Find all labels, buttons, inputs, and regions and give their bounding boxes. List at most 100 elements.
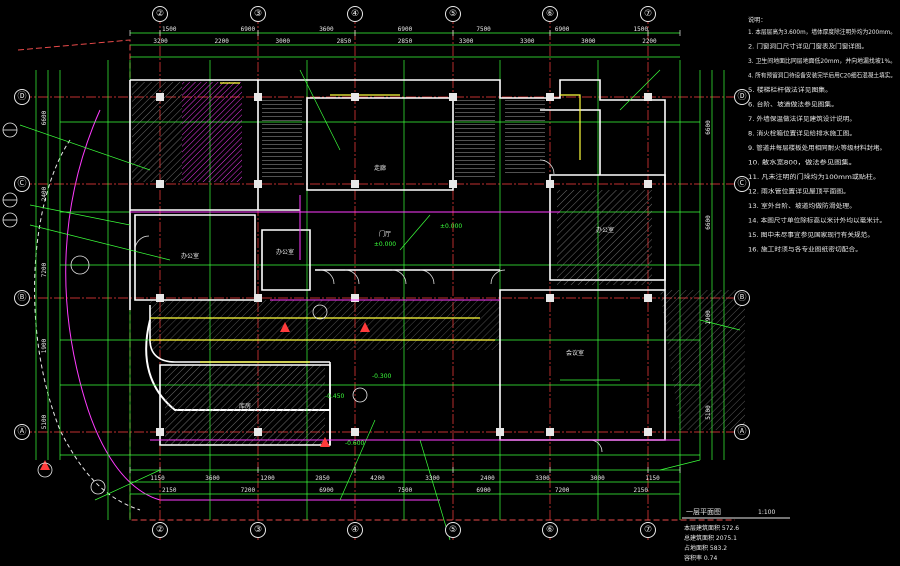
axis-left-0-label: Ⓓ (17, 91, 26, 102)
dim-top-outer-6: 1500 (633, 26, 648, 33)
axis-top-7: ⑦ (640, 6, 656, 22)
hatch-area-lower-left (165, 365, 325, 445)
axis-top-3-circle (250, 6, 266, 22)
axis-right-0-circle (734, 89, 750, 105)
dim-bottom-outer-1: 7200 (241, 487, 256, 494)
axis-right-3-label: Ⓐ (737, 426, 746, 437)
axis-top-2: ② (152, 6, 168, 22)
note-6: 6. 台阶、坡道做法参见图集。 (748, 101, 838, 109)
axis-left-1-circle (14, 176, 30, 192)
dim-top-outer-2: 3600 (319, 26, 334, 33)
leader-lines (19, 69, 741, 541)
road-arc-magenta (65, 109, 440, 501)
note-8: 8. 消火栓箱位置详见给排水施工图。 (748, 130, 856, 138)
axis-top-5: ⑤ (445, 6, 461, 22)
note-10: 10. 散水宽800，做法参见图集。 (748, 159, 856, 167)
axis-bottom-3: ③ (250, 522, 266, 538)
dim-right-3: 5100 (705, 405, 712, 420)
dim-bottom-outer-0: 2150 (162, 487, 177, 494)
axis-top-5-label: ⑤ (449, 9, 457, 19)
dim-bottom-inner-5: 3300 (425, 475, 440, 482)
room-label-hall: 门厅 (379, 230, 391, 238)
axis-bubbles-top: ② ③ ④ ⑤ ⑥ ⑦ (152, 6, 656, 22)
axis-right-0-label: Ⓓ (737, 91, 746, 102)
axis-top-2-circle (152, 6, 168, 22)
axis-left-0-circle (14, 89, 30, 105)
axis-bottom-5-circle (445, 522, 461, 538)
axis-top-5-circle (445, 6, 461, 22)
stair-right (455, 100, 495, 180)
axis-bottom-4: ④ (347, 522, 363, 538)
axis-bottom-7-label: ⑦ (644, 525, 652, 535)
axis-top-4-label: ④ (351, 9, 359, 19)
toilet-area-magenta (182, 82, 242, 182)
note-5: 5. 楼梯栏杆做法详见图集。 (748, 86, 832, 94)
dim-top-inner-8: 2200 (642, 38, 657, 45)
axis-top-7-circle (640, 6, 656, 22)
dim-top-inner-2: 3000 (276, 38, 291, 45)
room-label-corridor: 走廊 (374, 164, 386, 172)
axis-bottom-4-label: ④ (351, 525, 359, 535)
room-label-large-room: 会议室 (566, 349, 584, 357)
note-3: 3. 卫生间地面比同层地面低20mm，并向地漏找坡1%。 (748, 57, 896, 65)
dim-bottom-outer-6: 2150 (633, 487, 648, 494)
area-line-3: 占地面积 583.2 (684, 544, 727, 552)
axis-bottom-3-circle (250, 522, 266, 538)
dim-right-1: 6600 (705, 215, 712, 230)
dim-bottom-outer-3: 7500 (398, 487, 413, 494)
dim-bottom-inner-1: 3600 (205, 475, 220, 482)
note-13: 13. 室外台阶、坡道均做防滑处理。 (748, 202, 856, 210)
elevation-2: -0.300 (372, 373, 392, 380)
room-label-room-d: 库房 (239, 402, 251, 410)
dim-bottom-outer-2: 6900 (319, 487, 334, 494)
dim-right-0: 6600 (705, 120, 712, 135)
axis-left-3-label: Ⓐ (17, 426, 26, 437)
axis-bubbles-right: Ⓓ Ⓒ Ⓑ Ⓐ (734, 89, 750, 440)
yellow-lines (150, 82, 581, 363)
axis-bottom-6-circle (542, 522, 558, 538)
note-7: 7. 外墙保温做法详见建筑设计说明。 (748, 115, 856, 123)
axis-top-6-label: ⑥ (546, 9, 554, 19)
axis-right-3: Ⓐ (734, 424, 750, 440)
elevation-1: ±0.000 (440, 223, 462, 230)
axis-right-1: Ⓒ (734, 176, 750, 192)
axis-right-3-circle (734, 424, 750, 440)
detail-marks (2, 122, 368, 495)
axis-bottom-2: ② (152, 522, 168, 538)
axis-top-6: ⑥ (542, 6, 558, 22)
axis-bottom-2-circle (152, 522, 168, 538)
dim-bottom-inner-9: 1150 (645, 475, 660, 482)
dim-top-outer-4: 7500 (476, 26, 491, 33)
axis-left-3-circle (14, 424, 30, 440)
elevation-3: -0.450 (325, 393, 345, 400)
dim-top-inner-1: 2200 (214, 38, 229, 45)
axis-bottom-7: ⑦ (640, 522, 656, 538)
columns (156, 93, 652, 436)
axis-top-3: ③ (250, 6, 266, 22)
dim-left-1: 2400 (41, 186, 48, 201)
dim-top-outer-5: 6900 (555, 26, 570, 33)
axis-right-2: Ⓑ (734, 290, 750, 306)
dim-bottom-inner-0: 1150 (150, 475, 165, 482)
plan-scale: 1:100 (758, 509, 775, 516)
axis-top-4-circle (347, 6, 363, 22)
note-4: 4. 所有预留洞口待设备安装完毕后用C20细石混凝土填实。 (748, 72, 896, 80)
dim-bottom-inner-4: 4200 (370, 475, 385, 482)
room-label-office-b: 办公室 (276, 248, 294, 256)
axis-top-3-label: ③ (254, 9, 262, 19)
axis-right-2-label: Ⓑ (737, 292, 746, 303)
note-16: 16. 施工时须与各专业图纸密切配合。 (748, 246, 862, 254)
area-line-1: 本层建筑面积 572.6 (684, 524, 739, 532)
dim-top-inner-3: 2850 (337, 38, 352, 45)
axis-bottom-7-circle (640, 522, 656, 538)
dim-bottom-inner-8: 3000 (590, 475, 605, 482)
dim-top-inner-6: 3300 (520, 38, 535, 45)
axis-right-2-circle (734, 290, 750, 306)
dim-top-inner-0: 3200 (153, 38, 168, 45)
axis-left-1: Ⓒ (14, 176, 30, 192)
